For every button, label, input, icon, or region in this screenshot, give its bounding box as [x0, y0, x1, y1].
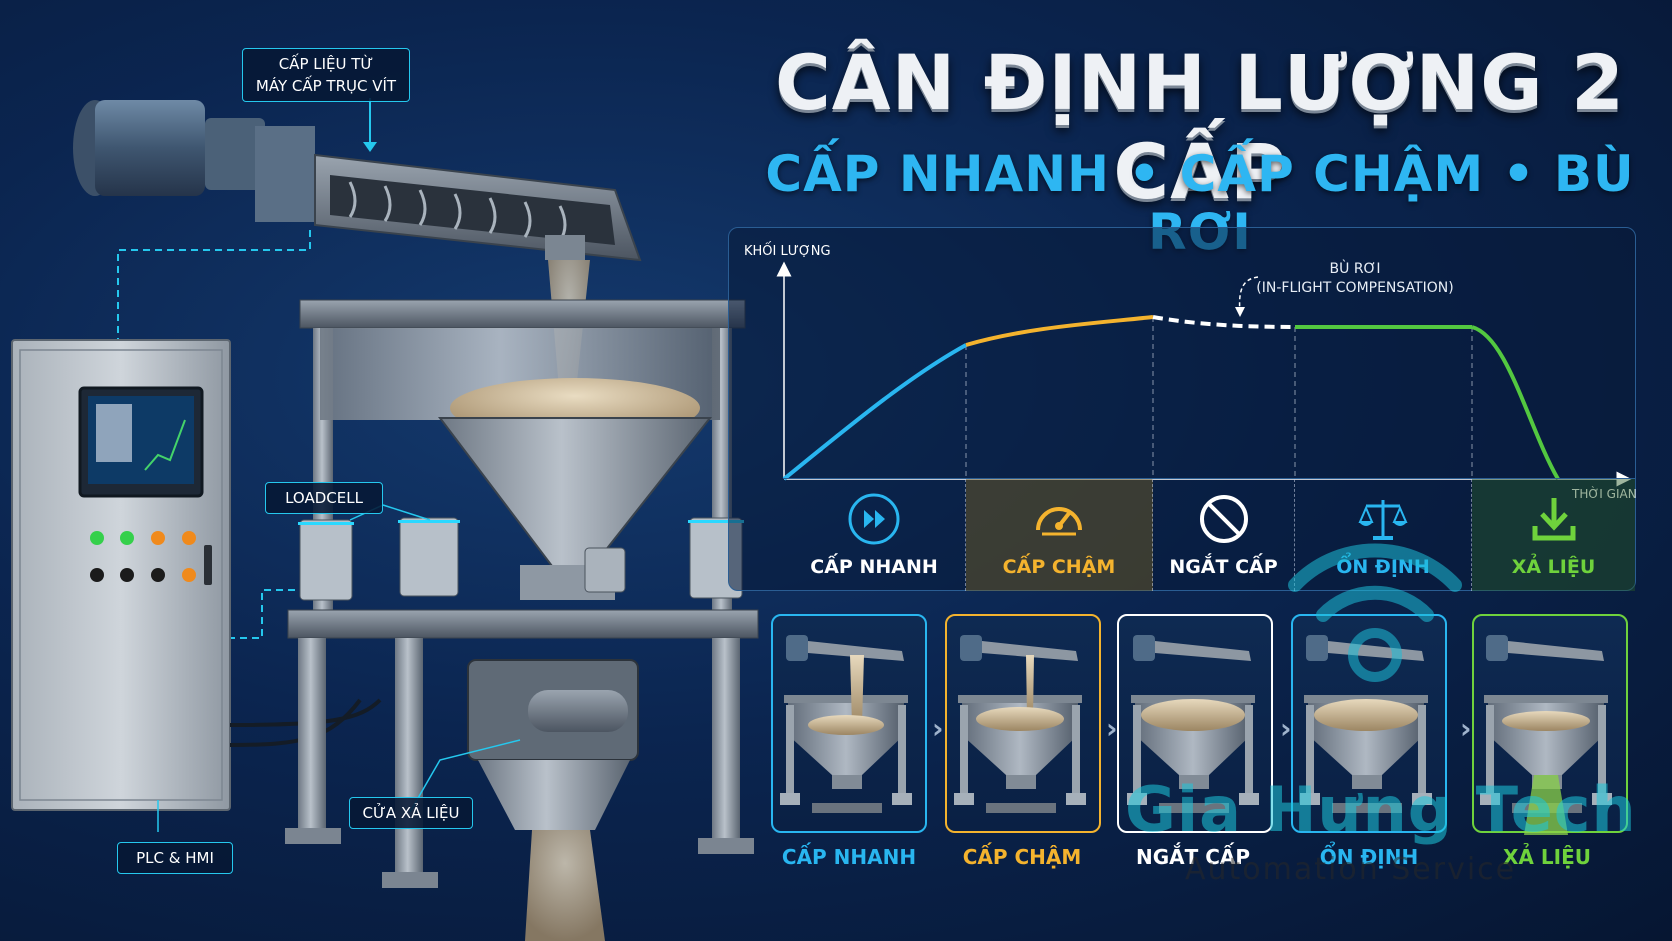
phase-row: CẤP NHANH CẤP CHẬM NGẮT CẤP ỔN ĐỊNH	[783, 478, 1635, 591]
feeder-callout-line-1: CẤP LIỆU TỪ	[278, 55, 374, 73]
wifi-logo-icon	[1288, 543, 1462, 682]
discharge-gate	[467, 659, 639, 830]
phase-label: XẢ LIỆU	[1511, 556, 1596, 578]
page-title: CÂN ĐỊNH LƯỢNG 2 CẤP	[775, 38, 1625, 216]
chart-x-label: THỜI GIAN	[1572, 487, 1637, 501]
weigh-hopper	[299, 299, 746, 628]
phase-cutoff: NGẮT CẤP	[1153, 479, 1295, 591]
step-label-stable: ỔN ĐỊNH	[1319, 845, 1419, 869]
weighing-chart-panel	[728, 227, 1636, 591]
step-label-fast-feed: CẤP NHANH	[781, 845, 917, 869]
phase-label: CẤP CHẬM	[1002, 556, 1116, 578]
page-subtitle: CẤP NHANH • CẤP CHẬM • BÙ RƠI	[765, 145, 1635, 261]
feeder-callout: CẤP LIỆU TỪ MÁY CẤP TRỤC VÍT	[242, 48, 410, 102]
cabinet-buttons	[90, 531, 196, 582]
step-label-discharge: XẢ LIỆU	[1503, 845, 1591, 869]
step-label-slow-feed: CẤP CHẬM	[962, 845, 1082, 869]
discharge-gate-callout: CỬA XẢ LIỆU	[349, 797, 473, 829]
scale-icon	[1358, 500, 1408, 540]
step-chevron: ›	[1280, 712, 1292, 745]
step-card	[945, 614, 1101, 833]
plc-hmi-callout: PLC & HMI	[117, 842, 233, 874]
watermark-tagline: Automation Service	[1185, 852, 1517, 887]
curve-discharge	[1471, 325, 1560, 480]
in-flight-annotation: BÙ RƠI (IN-FLIGHT COMPENSATION)	[1255, 260, 1455, 298]
step-chevron: ›	[1106, 712, 1118, 745]
step-chevron: ›	[932, 712, 944, 745]
step-label-cutoff: NGẮT CẤP	[1135, 845, 1251, 869]
gauge-icon	[1036, 507, 1082, 536]
phase-discharge: XẢ LIỆU	[1472, 479, 1635, 591]
fast-forward-icon	[848, 493, 900, 545]
curve-fast-feed	[782, 343, 967, 481]
stop-icon	[1199, 495, 1248, 543]
step-card	[771, 614, 927, 833]
screw-feeder	[73, 100, 642, 262]
in-flight-annotation-line-1: BÙ RƠI	[1329, 261, 1381, 277]
curve-slow-feed	[965, 315, 1154, 347]
feeder-callout-line-2: MÁY CẤP TRỤC VÍT	[255, 77, 397, 95]
phase-label: NGẮT CẤP	[1169, 556, 1278, 578]
chart-y-label: KHỐI LƯỢNG	[744, 244, 831, 259]
step-chevron: ›	[1460, 712, 1472, 745]
watermark-brand: Gia Hưng Tech	[1125, 773, 1637, 846]
loadcell-callout: LOADCELL	[265, 482, 383, 514]
download-icon	[1532, 498, 1575, 541]
phase-label: CẤP NHANH	[810, 556, 938, 578]
weight-curve-chart	[776, 261, 1632, 487]
curve-cutoff	[1152, 315, 1296, 329]
phase-slow-feed: CẤP CHẬM	[966, 479, 1153, 591]
signal-lines	[117, 230, 311, 639]
in-flight-annotation-line-2: (IN-FLIGHT COMPENSATION)	[1256, 280, 1454, 296]
machine-illustration	[11, 98, 759, 941]
phase-fast-feed: CẤP NHANH	[783, 479, 966, 591]
lower-frame	[285, 609, 759, 888]
control-cabinet	[11, 339, 231, 811]
